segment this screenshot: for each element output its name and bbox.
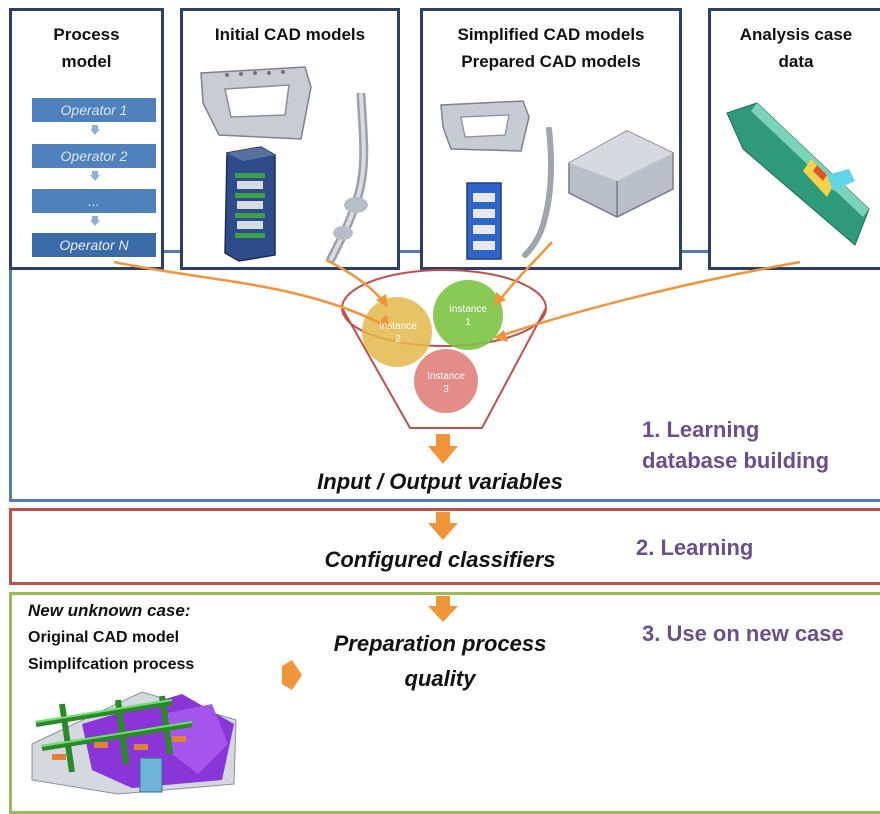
down-arrow-icon	[428, 434, 458, 464]
initial-cad-panel: Initial CAD models	[180, 8, 400, 270]
stage-1-output: Input / Output variables	[317, 469, 563, 494]
stage-3-output: Preparation process quality	[333, 631, 547, 691]
simplified-duct-image	[522, 127, 554, 258]
stage-2-learning-box	[9, 508, 880, 585]
instance-3-label: Instance 3	[427, 371, 465, 395]
down-arrow-icon	[90, 171, 100, 181]
process-model-panel: Process model Operator 1 Operator 2 ... …	[9, 8, 164, 270]
stage-2-output: Configured classifiers	[324, 547, 556, 572]
right-arrow-icon	[282, 660, 302, 690]
instance-2-label: Instance 2	[379, 321, 417, 345]
down-arrow-icon	[428, 512, 458, 540]
operator-1: Operator 1	[32, 98, 156, 122]
instance-1-label: Instance 1	[449, 304, 487, 328]
stage-1-label: 1. Learning database building	[642, 417, 830, 473]
new-case-cad-image	[31, 691, 237, 795]
analysis-case-title: Analysis case data	[739, 25, 853, 71]
down-arrow-icon	[90, 216, 100, 226]
instance-1-bubble	[433, 280, 503, 350]
down-arrow-icon	[90, 125, 100, 135]
cad-duct-image	[326, 93, 369, 264]
operator-ellipsis: ...	[32, 189, 156, 213]
analysis-mesh-image	[726, 102, 870, 246]
simplified-bracket-image	[440, 100, 530, 152]
operator-2: Operator 2	[32, 144, 156, 168]
operator-n: Operator N	[32, 233, 156, 257]
analysis-case-panel: Analysis case data	[708, 8, 880, 270]
simplified-cad-title: Simplified CAD models Prepared CAD model…	[457, 25, 645, 71]
process-model-title: Process model	[53, 25, 120, 71]
simplified-rack-image	[466, 182, 502, 260]
simplified-cad-panel: Simplified CAD models Prepared CAD model…	[420, 8, 682, 270]
new-case-heading: New unknown case:	[28, 601, 191, 620]
stage-2-label: 2. Learning	[636, 535, 754, 560]
instance-3-bubble	[414, 349, 478, 413]
new-case-line-2: Simplifcation process	[28, 656, 195, 673]
cad-rack-image	[224, 146, 276, 262]
instance-2-bubble	[362, 297, 432, 367]
new-case-line-1: Original CAD model	[28, 629, 180, 646]
initial-cad-title: Initial CAD models	[214, 25, 366, 44]
stage-3-label: 3. Use on new case	[642, 621, 844, 646]
learning-funnel	[113, 241, 801, 429]
cad-bracket-image	[200, 66, 312, 140]
simplified-box-image	[568, 130, 674, 218]
down-arrow-icon	[428, 596, 458, 622]
